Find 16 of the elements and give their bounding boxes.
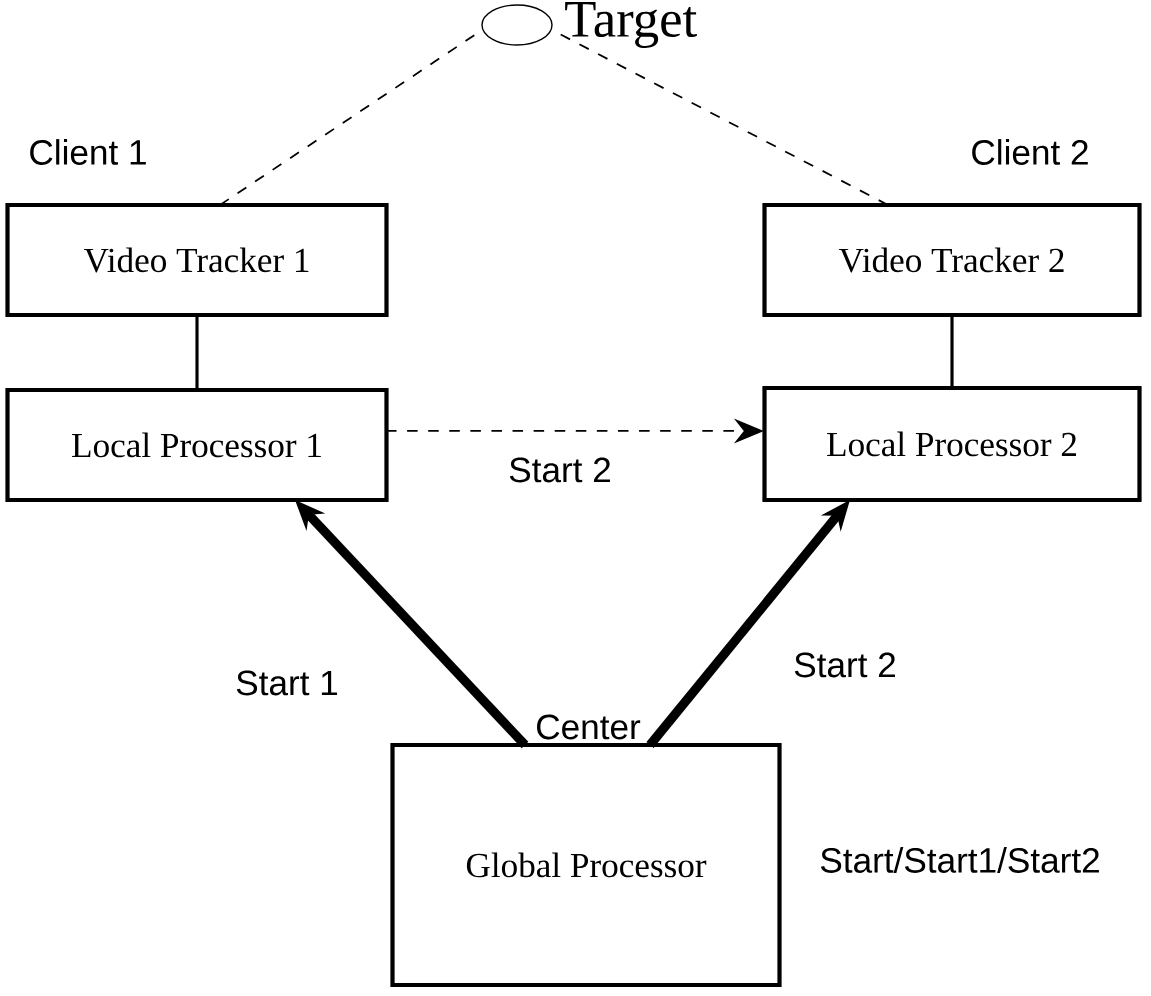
node-caption: Target	[565, 2, 697, 48]
node-caption: Client 2	[972, 139, 1088, 165]
process-box: Global Processor	[390, 742, 782, 988]
node-caption: Center	[537, 714, 641, 740]
connector-line	[195, 315, 199, 390]
edge-label: Start 1	[231, 667, 343, 699]
node-caption: Client 1	[30, 139, 146, 165]
process-box: Video Tracker 1	[5, 202, 389, 318]
process-box: Local Processor 1	[5, 387, 389, 503]
process-box: Local Processor 2	[762, 385, 1142, 503]
edge-label: Start 2	[504, 454, 616, 486]
connector-line	[950, 316, 954, 388]
process-box: Video Tracker 2	[762, 202, 1142, 318]
node-caption: Start/Start1/Start2	[820, 847, 1099, 873]
target-ellipse	[481, 4, 553, 46]
edge-label: Start 2	[789, 649, 901, 681]
